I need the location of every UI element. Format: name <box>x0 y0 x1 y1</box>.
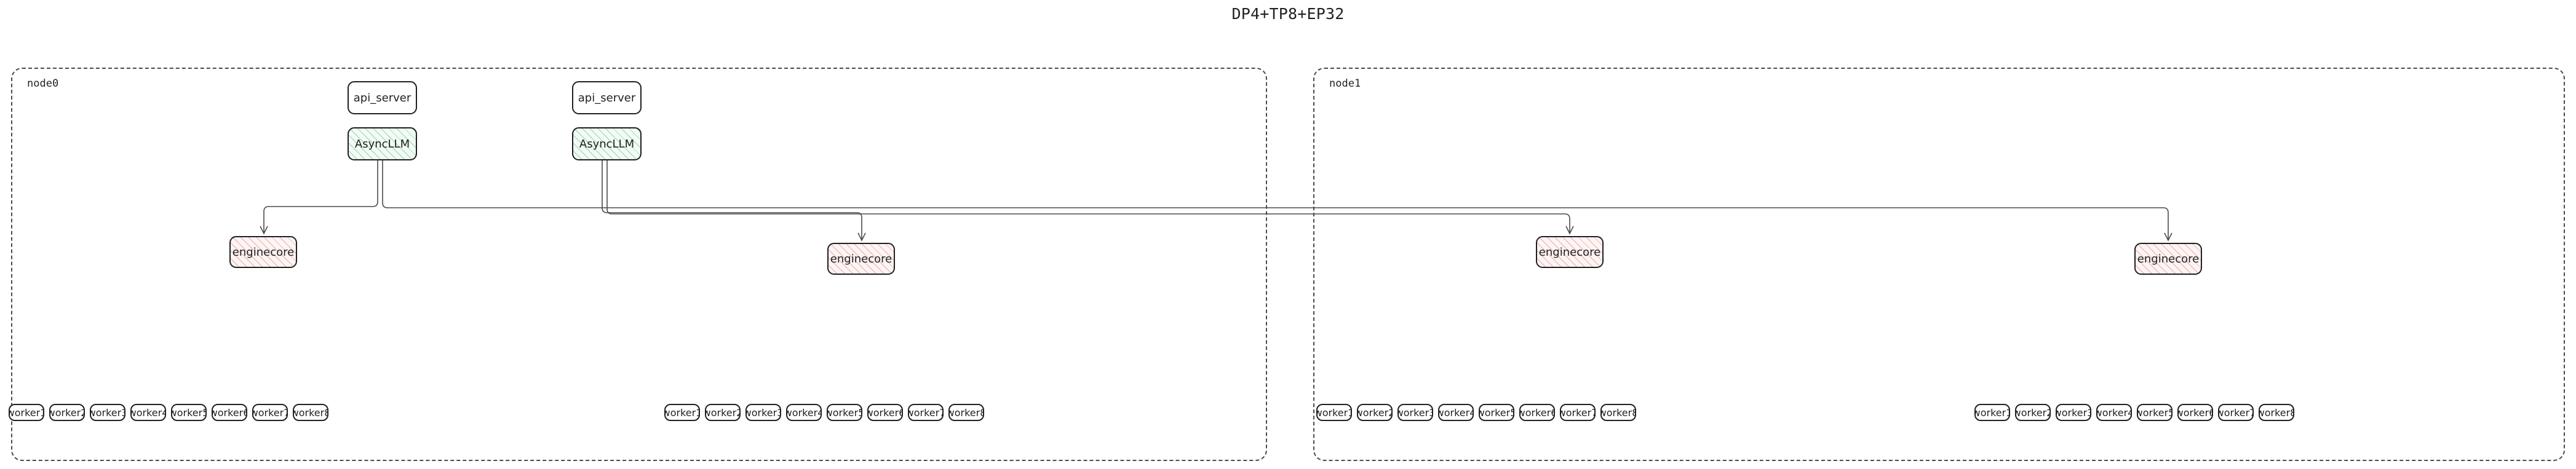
worker-label: worker3 <box>91 406 125 419</box>
worker-label: worker2 <box>1358 406 1393 419</box>
worker-box[interactable]: worker5 <box>1479 404 1514 421</box>
asyncllm-label: AsyncLLM <box>579 137 635 151</box>
worker-label: worker4 <box>1439 406 1474 419</box>
worker-box[interactable]: worker7 <box>2218 404 2254 421</box>
node-group-node1: node1 <box>1313 68 2565 461</box>
enginecore-label: enginecore <box>232 245 295 259</box>
node-group-label-node1: node1 <box>1329 77 1361 90</box>
worker-box[interactable]: worker6 <box>1519 404 1555 421</box>
worker-box[interactable]: worker8 <box>2259 404 2294 421</box>
api-server-box[interactable]: api_server <box>348 81 417 114</box>
worker-label: worker4 <box>2097 406 2132 419</box>
worker-box[interactable]: worker1 <box>1316 404 1352 421</box>
worker-label: worker2 <box>2016 406 2051 419</box>
worker-box[interactable]: worker2 <box>705 404 741 421</box>
worker-label: worker2 <box>706 406 741 419</box>
enginecore-label: enginecore <box>1538 245 1601 259</box>
node-group-label-node0: node0 <box>27 77 59 90</box>
worker-box[interactable]: worker6 <box>2177 404 2213 421</box>
page-title: DP4+TP8+EP32 <box>1231 5 1345 23</box>
worker-box[interactable]: worker6 <box>867 404 903 421</box>
worker-box[interactable]: worker8 <box>293 404 328 421</box>
worker-box[interactable]: worker5 <box>171 404 207 421</box>
worker-label: worker1 <box>666 406 700 419</box>
worker-label: worker5 <box>2138 406 2173 419</box>
worker-box[interactable]: worker1 <box>1974 404 2010 421</box>
worker-box[interactable]: worker4 <box>130 404 166 421</box>
worker-box[interactable]: worker3 <box>2056 404 2091 421</box>
worker-label: worker5 <box>1480 406 1514 419</box>
worker-label: worker7 <box>909 406 944 419</box>
worker-label: worker3 <box>1399 406 1433 419</box>
worker-label: worker4 <box>787 406 822 419</box>
api-server-box[interactable]: api_server <box>572 81 642 114</box>
worker-box[interactable]: worker1 <box>664 404 700 421</box>
worker-box[interactable]: worker3 <box>1397 404 1433 421</box>
api-server-label: api_server <box>353 91 411 104</box>
worker-label: worker6 <box>213 406 247 419</box>
worker-label: worker1 <box>1318 406 1352 419</box>
worker-label: worker6 <box>1521 406 1555 419</box>
api-server-label: api_server <box>578 91 636 104</box>
asyncllm-box[interactable]: AsyncLLM <box>572 127 642 160</box>
node-group-node0: node0 <box>11 68 1267 461</box>
worker-box[interactable]: worker8 <box>1600 404 1636 421</box>
worker-box[interactable]: worker7 <box>252 404 288 421</box>
worker-label: worker8 <box>1602 406 1636 419</box>
worker-box[interactable]: worker8 <box>948 404 984 421</box>
asyncllm-label: AsyncLLM <box>354 137 410 151</box>
asyncllm-box[interactable]: AsyncLLM <box>348 127 417 160</box>
enginecore-box[interactable]: enginecore <box>827 243 895 275</box>
worker-box[interactable]: worker7 <box>908 404 944 421</box>
worker-label: worker8 <box>294 406 328 419</box>
worker-label: worker8 <box>2260 406 2294 419</box>
worker-box[interactable]: worker5 <box>2137 404 2173 421</box>
worker-box[interactable]: worker2 <box>2015 404 2051 421</box>
enginecore-box[interactable]: enginecore <box>229 236 297 268</box>
enginecore-label: enginecore <box>2137 252 2200 266</box>
worker-box[interactable]: worker2 <box>49 404 85 421</box>
worker-box[interactable]: worker1 <box>9 404 44 421</box>
worker-label: worker8 <box>950 406 984 419</box>
worker-label: worker6 <box>2179 406 2213 419</box>
worker-label: worker2 <box>50 406 85 419</box>
worker-box[interactable]: worker5 <box>827 404 862 421</box>
worker-label: worker3 <box>747 406 781 419</box>
worker-box[interactable]: worker4 <box>1438 404 1474 421</box>
worker-label: worker5 <box>828 406 862 419</box>
worker-label: worker4 <box>132 406 166 419</box>
worker-label: worker7 <box>253 406 288 419</box>
enginecore-box[interactable]: enginecore <box>2134 243 2202 275</box>
worker-box[interactable]: worker6 <box>212 404 247 421</box>
worker-label: worker1 <box>10 406 44 419</box>
worker-box[interactable]: worker2 <box>1357 404 1393 421</box>
worker-label: worker7 <box>2219 406 2254 419</box>
worker-box[interactable]: worker4 <box>2096 404 2132 421</box>
enginecore-box[interactable]: enginecore <box>1536 236 1604 268</box>
enginecore-label: enginecore <box>830 252 892 266</box>
worker-box[interactable]: worker3 <box>745 404 781 421</box>
worker-label: worker7 <box>1561 406 1596 419</box>
worker-label: worker6 <box>869 406 903 419</box>
worker-box[interactable]: worker4 <box>786 404 822 421</box>
worker-label: worker3 <box>2057 406 2091 419</box>
worker-label: worker1 <box>1976 406 2010 419</box>
worker-label: worker5 <box>172 406 207 419</box>
worker-box[interactable]: worker3 <box>90 404 125 421</box>
worker-box[interactable]: worker7 <box>1560 404 1596 421</box>
